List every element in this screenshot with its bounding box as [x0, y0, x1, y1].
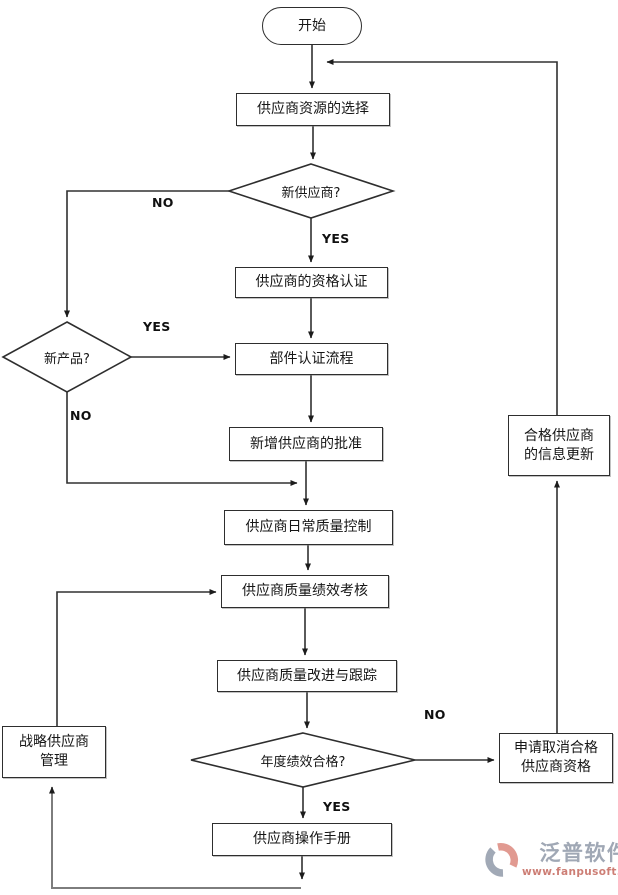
decision-annual-pass-label: 年度绩效合格? — [260, 754, 346, 770]
process-qualification: 供应商的资格认证 — [235, 267, 388, 298]
edge-label-new-supplier-no: NO — [152, 195, 174, 210]
process-strategic: 战略供应商 管理 — [2, 726, 106, 778]
fanpu-logo: 泛普软件 www.fanpusoft.com — [483, 841, 618, 879]
edge-label-new-product-yes: YES — [143, 319, 171, 334]
process-manual: 供应商操作手册 — [212, 823, 392, 856]
process-daily-quality: 供应商日常质量控制 — [224, 510, 393, 545]
process-select-resource: 供应商资源的选择 — [236, 93, 390, 126]
edge-label-annual-yes: YES — [323, 799, 351, 814]
fanpu-logo-url: www.fanpusoft.com — [522, 866, 618, 879]
process-cancel-qualification: 申请取消合格 供应商资格 — [499, 733, 613, 783]
process-approval: 新增供应商的批准 — [229, 427, 383, 461]
decision-annual-pass-shape — [190, 732, 416, 788]
decision-new-supplier-label: 新供应商? — [281, 185, 341, 201]
edge-label-new-product-no: NO — [70, 408, 92, 423]
start-node: 开始 — [262, 7, 362, 45]
process-component-cert: 部件认证流程 — [235, 343, 388, 375]
decision-new-product-shape — [1, 321, 133, 393]
process-improvement: 供应商质量改进与跟踪 — [217, 660, 397, 692]
edge-label-annual-no: NO — [424, 707, 446, 722]
edge-label-new-supplier-yes: YES — [322, 231, 350, 246]
process-performance-review: 供应商质量绩效考核 — [221, 575, 389, 608]
process-info-update: 合格供应商 的信息更新 — [508, 415, 610, 476]
decision-new-product-label: 新产品? — [44, 351, 90, 367]
fanpu-logo-icon — [485, 842, 519, 877]
fanpu-logo-name: 泛普软件 — [539, 841, 618, 865]
decision-new-supplier-shape — [226, 163, 396, 219]
